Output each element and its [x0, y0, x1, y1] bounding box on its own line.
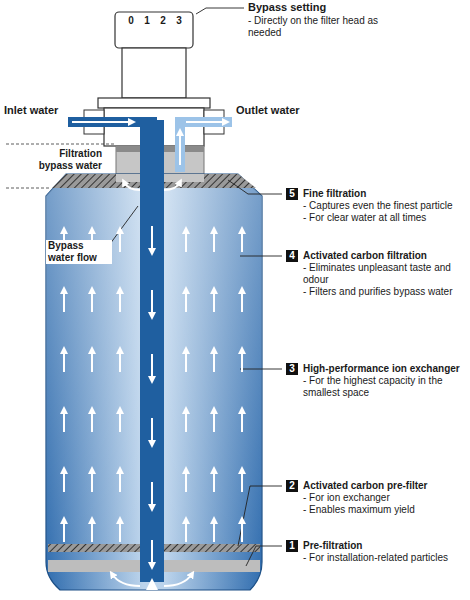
- flow-arrow: [185, 410, 187, 432]
- inlet-arrow: [72, 121, 132, 123]
- flow-arrow: [91, 290, 93, 312]
- flow-arrow: [185, 470, 187, 492]
- callout-note: - For the highest capacity in the smalle…: [303, 375, 466, 399]
- zone-label: Filtration bypass water: [26, 148, 102, 172]
- callout-block: 1 Pre-filtration- For installation-relate…: [286, 540, 466, 564]
- flow-arrow: [241, 350, 243, 372]
- turn-arrows: [112, 182, 192, 586]
- flow-arrow: [241, 230, 243, 252]
- flow-arrow: [241, 470, 243, 492]
- flow-arrow: [119, 520, 121, 542]
- flow-arrow: [151, 540, 153, 566]
- callout-block: 3 High-performance ion exchanger- For the…: [286, 363, 466, 399]
- flow-arrow: [241, 290, 243, 312]
- dial-number: 1: [142, 15, 152, 27]
- tube-foot: [146, 578, 158, 590]
- callout-heading: Fine filtration: [303, 188, 466, 200]
- flow-arrow: [119, 290, 121, 312]
- flow-arrow: [213, 470, 215, 492]
- callout-text: Fine filtration- Captures even the fines…: [303, 188, 466, 224]
- callout-heading: Pre-filtration: [303, 540, 466, 552]
- flow-arrow: [185, 290, 187, 312]
- flow-arrow: [63, 410, 65, 432]
- zone-lines: [6, 144, 114, 188]
- callout-heading: Activated carbon pre-filter: [303, 480, 466, 492]
- dial-number: 2: [158, 15, 168, 27]
- flow-arrow: [119, 350, 121, 372]
- callout-block: 4 Activated carbon filtration- Eliminates…: [286, 250, 466, 298]
- callout-note: - For clear water at all times: [303, 212, 466, 224]
- flow-arrow: [213, 410, 215, 432]
- callout-note: - Eliminates unpleasant taste and odour: [303, 262, 466, 286]
- callout-note: - Enables maximum yield: [303, 504, 466, 516]
- flow-arrow: [119, 410, 121, 432]
- flow-arrow: [213, 290, 215, 312]
- flow-arrow: [213, 350, 215, 372]
- callout-number: 3: [286, 363, 298, 375]
- flow-arrow: [119, 470, 121, 492]
- head-flange: [98, 98, 210, 108]
- flow-arrow: [91, 470, 93, 492]
- flow-arrow: [213, 520, 215, 542]
- part-label: Bypass setting: [248, 1, 398, 14]
- flow-arrow: [151, 354, 153, 380]
- flow-arrow: [241, 410, 243, 432]
- leader-lines: [110, 8, 282, 566]
- head-body: [122, 48, 186, 98]
- callout-block: 5 Fine filtration- Captures even the fine…: [286, 188, 466, 224]
- flow-arrow: [63, 290, 65, 312]
- callout-text: High-performance ion exchanger- For the …: [303, 363, 466, 399]
- flow-arrow: [213, 230, 215, 252]
- flow-arrow: [119, 230, 121, 252]
- callout-note: - For ion exchanger: [303, 492, 466, 504]
- flow-label: Outlet water: [236, 104, 316, 117]
- outlet-arrow: [186, 121, 226, 123]
- flow-label: Bypass water flow: [46, 240, 112, 264]
- dial-number: 0: [126, 15, 136, 27]
- callout-number: 2: [286, 480, 298, 492]
- callout-note: - Captures even the finest particle: [303, 200, 466, 212]
- bypass-tube: [140, 120, 164, 582]
- flow-arrow: [63, 350, 65, 372]
- callout-number: 4: [286, 250, 298, 262]
- callout-note: - For installation-related particles: [303, 552, 466, 564]
- flow-arrow: [151, 226, 153, 252]
- callout-note: - Filters and purifies bypass water: [303, 286, 466, 298]
- callout-block: 2 Activated carbon pre-filter- For ion ex…: [286, 480, 466, 516]
- flow-arrow: [63, 520, 65, 542]
- dial-number: 3: [174, 15, 184, 27]
- flow-arrow: [185, 230, 187, 252]
- flow-arrow: [91, 350, 93, 372]
- flow-arrow: [91, 520, 93, 542]
- inlet-pipe: [68, 122, 152, 150]
- callout-number: 1: [286, 540, 298, 552]
- flow-arrow: [241, 520, 243, 542]
- outlet-rise-arrow: [179, 132, 181, 165]
- flow-arrow: [151, 290, 153, 316]
- dial-cap: [115, 12, 193, 48]
- flow-arrow: [91, 410, 93, 432]
- flow-arrow: [151, 418, 153, 444]
- flow-arrow: [185, 350, 187, 372]
- note-text: - Directly on the filter head as needed: [248, 15, 398, 39]
- outlet-pipe: [180, 122, 232, 172]
- flow-label: Inlet water: [4, 104, 80, 117]
- callout-heading: High-performance ion exchanger: [303, 363, 466, 375]
- callout-text: Pre-filtration- For installation-related…: [303, 540, 466, 564]
- callout-number: 5: [286, 188, 298, 200]
- flow-arrow: [63, 470, 65, 492]
- flow-arrow: [185, 520, 187, 542]
- callout-heading: Activated carbon filtration: [303, 250, 466, 262]
- flow-arrow: [151, 482, 153, 508]
- callout-text: Activated carbon filtration- Eliminates …: [303, 250, 466, 298]
- callout-text: Activated carbon pre-filter- For ion exc…: [303, 480, 466, 516]
